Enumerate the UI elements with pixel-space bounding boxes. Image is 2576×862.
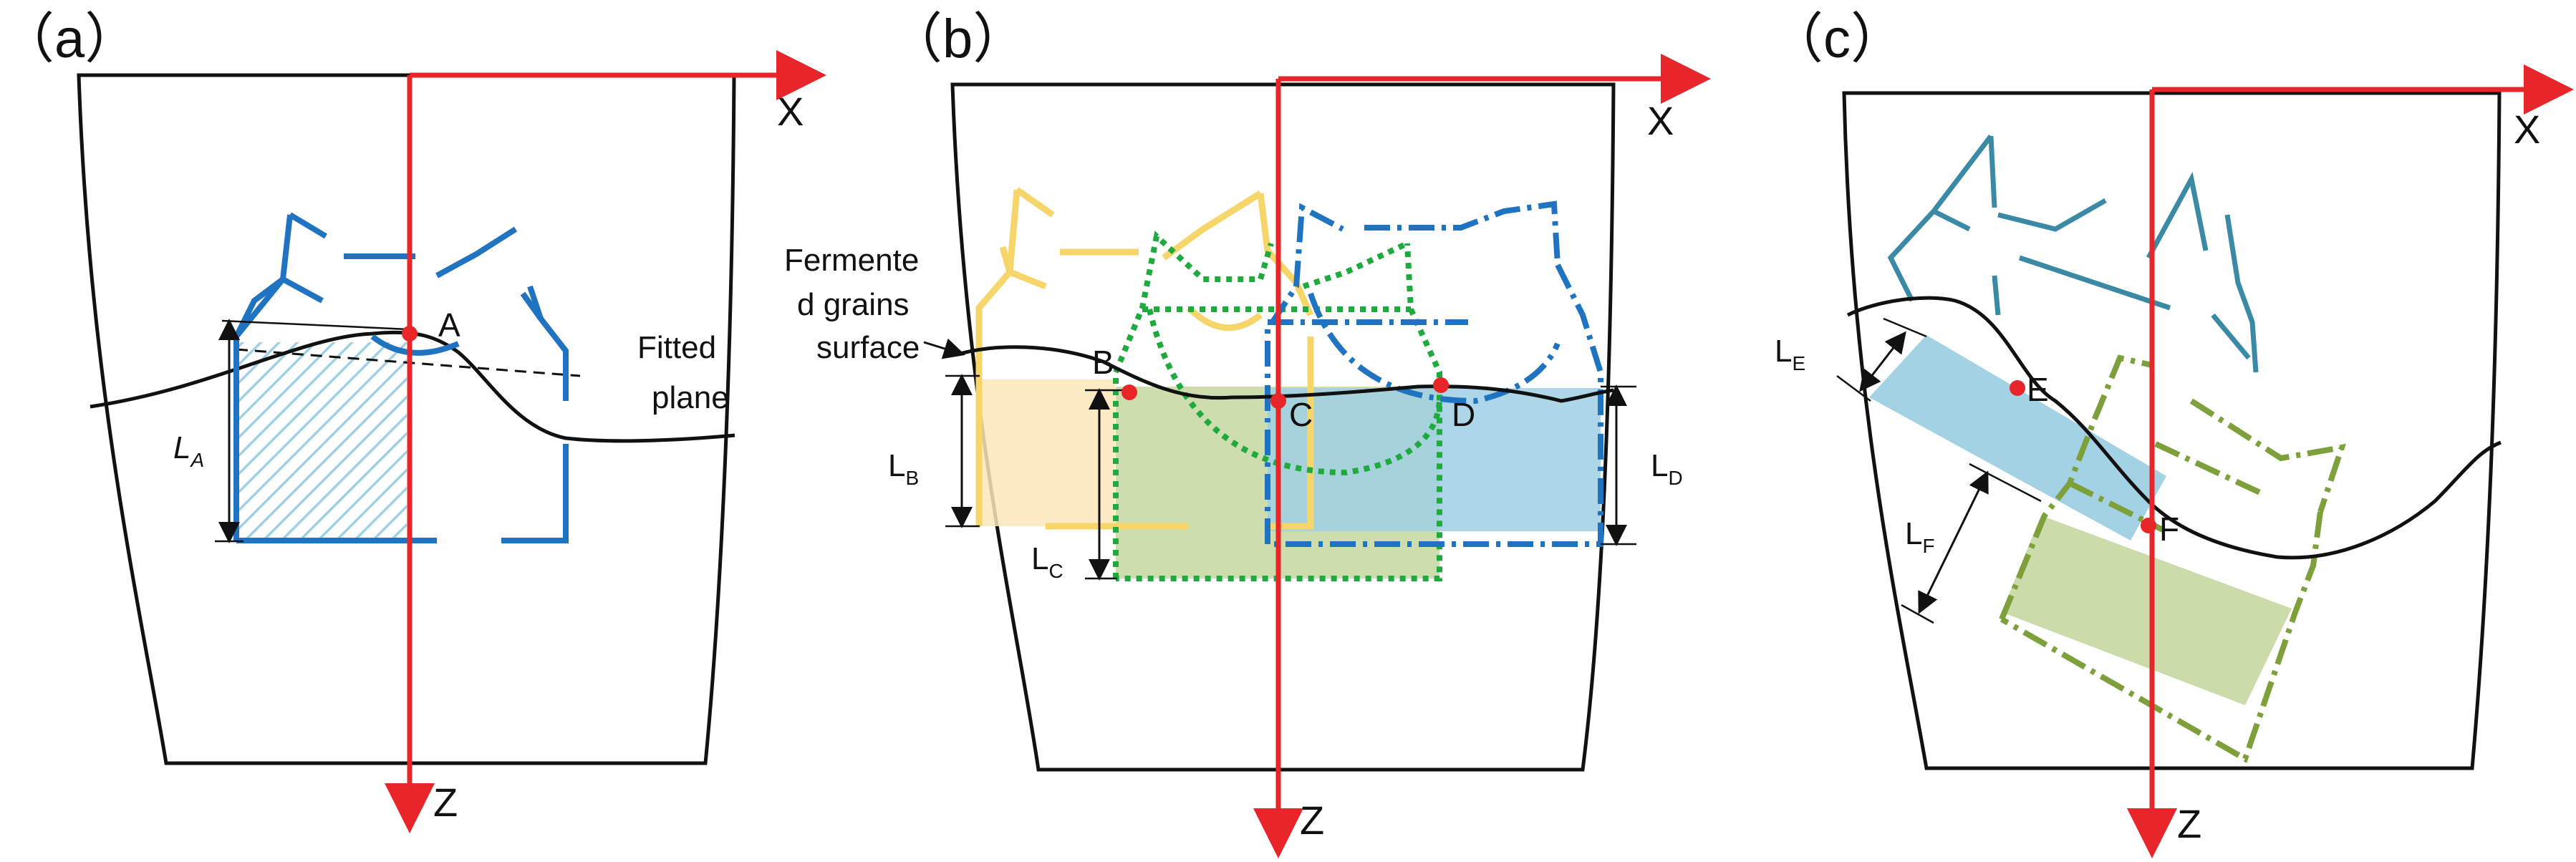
sample-region-green (2002, 515, 2292, 705)
point-C-label: C (1289, 396, 1313, 433)
point-D (1433, 377, 1449, 393)
dimension-LE-arrow (1859, 331, 1906, 392)
point-E-label: E (2027, 371, 2049, 408)
dimension-LE-ext-2 (1836, 374, 1871, 402)
z-axis-label: Z (2177, 801, 2201, 846)
x-axis-label: X (777, 89, 804, 134)
sampler-shape-teal (1887, 134, 2259, 373)
panel-a-label: （a） (0, 9, 139, 69)
dimension-LF-label: LF (1905, 516, 1935, 557)
z-axis-label: Z (433, 780, 458, 825)
grains-surface-curve (1846, 296, 2502, 560)
dimension-LA-top-ext (221, 319, 409, 331)
dimension-LC-label: LC (1031, 541, 1063, 582)
container-outline (950, 82, 1616, 772)
dimension-LD-label: LD (1651, 448, 1683, 489)
surface-leader (923, 338, 965, 359)
grains-surface-curve (90, 330, 735, 443)
surface-text-2: d grains (797, 287, 910, 322)
point-E (2010, 380, 2025, 396)
dimension-LF-ext-2 (1901, 604, 1934, 624)
panel-c: （c） LE (1769, 9, 2574, 858)
point-B-label: B (1092, 344, 1114, 381)
panel-c-label: （c） (1769, 9, 1905, 69)
sampler-shape-yellow (975, 187, 1314, 530)
grains-surface-curve (957, 345, 1614, 403)
dimension-LE-label: LE (1775, 334, 1805, 374)
point-A-label: A (438, 306, 460, 344)
dimension-LF-arrow (1918, 470, 1989, 614)
fitted-plane-text-2: plane (652, 380, 729, 415)
dimension-LA-label: LA (173, 430, 204, 471)
sample-region-blue (1869, 335, 2166, 541)
x-axis-label: X (2514, 107, 2540, 152)
z-axis-label: Z (1300, 798, 1324, 843)
fitted-plane-text-1: Fitted (637, 330, 716, 365)
point-A (402, 326, 418, 342)
point-C (1270, 393, 1286, 409)
x-axis-label: X (1647, 98, 1674, 143)
point-F (2141, 518, 2156, 533)
sample-region-yellow (979, 379, 1115, 526)
point-B (1121, 384, 1137, 400)
sample-region-LA (236, 342, 407, 541)
dimension-LE-ext-1 (1883, 317, 1927, 338)
sample-region-blue (1268, 388, 1601, 531)
panel-a: （a） LA Fitted plane (0, 9, 826, 833)
sampler-shape-blue (1265, 200, 1603, 547)
panel-b-label: （b） (888, 9, 1027, 69)
container-outline (77, 73, 736, 765)
point-F-label: F (2159, 510, 2179, 548)
sampler-shape-olive (1999, 354, 2346, 763)
dimension-LF-ext-1 (1969, 463, 2042, 503)
point-D-label: D (1452, 396, 1475, 433)
surface-text-1: Fermente (784, 243, 919, 278)
surface-text-3: surface (816, 330, 920, 365)
panel-b: （b） (784, 9, 1711, 858)
dimension-LB-label: LB (888, 448, 919, 489)
